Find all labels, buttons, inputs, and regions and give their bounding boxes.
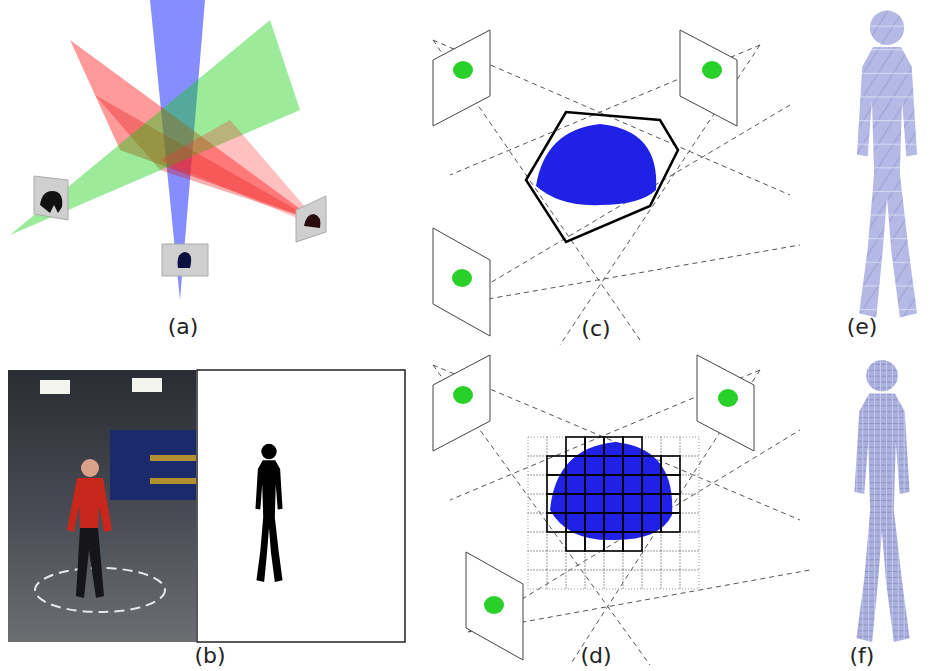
grid-cell [604,570,623,589]
silhouette-image [197,370,405,642]
voxel-cell [547,513,566,532]
grid-cell [680,570,699,589]
grid-cell [642,570,661,589]
panel-label: (d) [580,645,611,667]
voxel-cell [604,456,623,475]
grid-cell [547,551,566,570]
voxel-cell [566,475,585,494]
grid-cell [528,570,547,589]
voxel-model [854,360,909,642]
grid-cell [680,494,699,513]
grid-cell [528,551,547,570]
image-silhouettes [452,61,722,287]
grid-cell [604,551,623,570]
voxel-cell [566,456,585,475]
voxel-cell [566,513,585,532]
voxel-cell [604,532,623,551]
voxel-grid [528,437,699,589]
grid-cell [661,551,680,570]
voxel-cell [661,475,680,494]
voxel-cell [623,513,642,532]
voxel-cell [642,494,661,513]
voxel-cell [585,532,604,551]
voxel-cell [585,456,604,475]
object [536,124,656,205]
grid-cell [566,570,585,589]
image-silhouettes [453,386,738,614]
grid-cell [528,456,547,475]
voxel-cell [604,513,623,532]
voxel-cell [604,475,623,494]
grid-cell [623,570,642,589]
mesh-model [857,11,917,318]
object [550,442,672,540]
grid-cell [585,570,604,589]
voxel-cell [585,475,604,494]
camera-planes [433,30,737,336]
grid-cell [661,532,680,551]
grid-cell [528,475,547,494]
grid-cell [680,551,699,570]
voxel-cell [623,437,642,456]
grid-cell [566,551,585,570]
grid-cell [547,570,566,589]
grid-cell [528,494,547,513]
panel-label: (b) [194,645,225,667]
occupied-voxels [547,437,680,551]
grid-cell [680,456,699,475]
grid-cell [642,551,661,570]
panel-label: (e) [847,316,878,338]
grid-cell [680,475,699,494]
voxel-cell [623,532,642,551]
voxel-cell [566,494,585,513]
grid-cell [661,437,680,456]
voxel-cell [547,494,566,513]
voxel-cell [661,513,680,532]
voxel-cell [566,437,585,456]
voxel-cell [642,513,661,532]
voxel-cell [547,475,566,494]
grid-cell [585,551,604,570]
voxel-cell [604,494,623,513]
grid-cell [680,437,699,456]
polygonal-hull [526,112,678,242]
camera-planes [433,355,754,660]
camera-photo [8,370,196,642]
voxel-cell [585,513,604,532]
panel-label: (c) [581,318,610,340]
grid-cell [661,570,680,589]
voxel-cell [623,456,642,475]
voxel-cell [547,456,566,475]
voxel-cell [642,456,661,475]
grid-cell [680,513,699,532]
panel-label: (f) [850,645,875,667]
voxel-cell [623,475,642,494]
voxel-cell [661,494,680,513]
grid-cell [547,437,566,456]
grid-cell [623,551,642,570]
voxel-cell [623,494,642,513]
voxel-cell [585,437,604,456]
grid-cell [680,532,699,551]
grid-cell [528,532,547,551]
voxel-cell [642,475,661,494]
voxel-cell [566,532,585,551]
grid-cell [528,513,547,532]
voxel-cell [604,437,623,456]
voxel-cell [661,456,680,475]
panel-label: (a) [168,316,199,338]
grid-cell [528,437,547,456]
visual-cones [10,0,326,300]
voxel-cell [585,494,604,513]
grid-cell [547,532,566,551]
